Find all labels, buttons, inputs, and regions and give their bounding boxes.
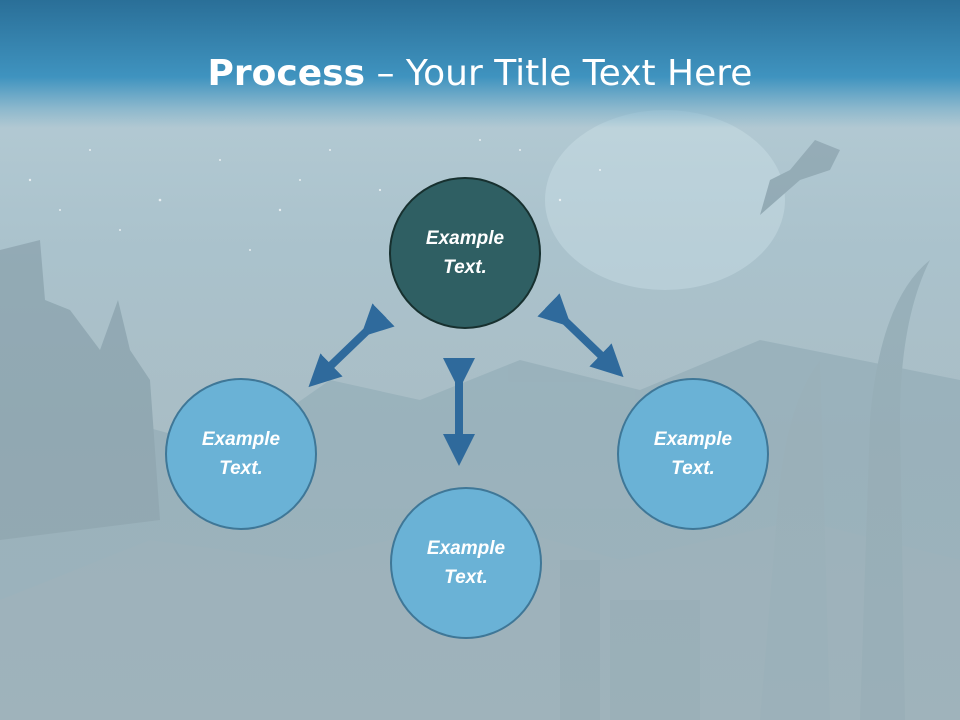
process-node-left: Example Text.	[165, 378, 317, 530]
node-bottom-label: Example Text.	[426, 538, 506, 588]
arrow-center-left	[308, 303, 395, 388]
node-center-label: Example Text.	[425, 228, 505, 278]
node-left-label: Example Text.	[201, 429, 281, 479]
process-node-bottom: Example Text.	[390, 487, 542, 639]
slide-title: Process – Your Title Text Here	[0, 52, 960, 96]
arrow-center-right	[537, 293, 624, 378]
title-bar	[0, 0, 960, 128]
node-right-label: Example Text.	[653, 429, 733, 479]
title-bold-part: Process	[207, 53, 366, 94]
title-rest-part: – Your Title Text Here	[365, 53, 753, 94]
process-node-center: Example Text.	[389, 177, 541, 329]
process-node-right: Example Text.	[617, 378, 769, 530]
